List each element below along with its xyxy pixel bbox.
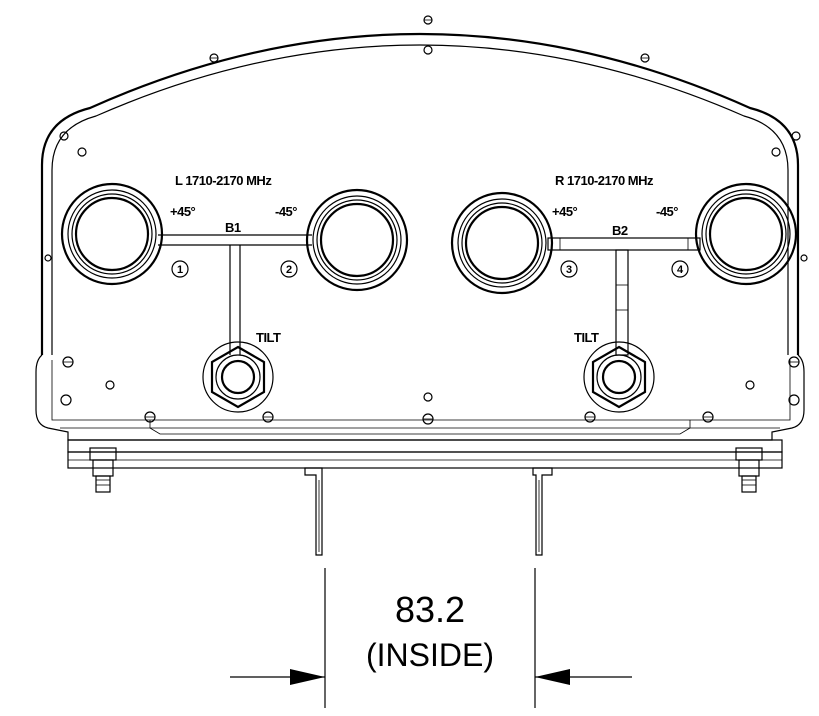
b2-label: B2: [612, 223, 628, 238]
screw-holes: [44, 15, 808, 425]
port-2-number: 2: [286, 264, 292, 276]
connector-4: [694, 182, 798, 286]
left-minus45-label: -45°: [275, 204, 297, 219]
port-1-number: 1: [177, 264, 183, 276]
left-mounting-leg: [304, 467, 323, 556]
dimension-value: 83.2: [395, 589, 465, 630]
connector-3: [450, 191, 554, 295]
port-1-marker: [171, 260, 189, 278]
right-bolt: [735, 447, 763, 493]
b1-label: B1: [225, 220, 241, 235]
right-mounting-leg: [532, 467, 553, 556]
dimension-arrow-left: [290, 669, 325, 685]
dimension-note: (INSIDE): [366, 637, 494, 673]
mounting-bracket: [67, 439, 783, 469]
left-interconnect: [158, 234, 312, 355]
right-interconnect: [547, 237, 701, 356]
connector-2: [305, 188, 409, 292]
port-4-marker: [671, 260, 689, 278]
right-plus45-label: +45°: [552, 204, 578, 219]
connector-1: [60, 182, 164, 286]
left-plus45-label: +45°: [170, 204, 196, 219]
right-tilt-label: TILT: [574, 330, 599, 345]
right-tilt-fitting: [583, 341, 655, 413]
left-band-label: L 1710-2170 MHz: [175, 173, 272, 188]
right-minus45-label: -45°: [656, 204, 678, 219]
port-2-marker: [280, 260, 298, 278]
left-bolt: [89, 447, 117, 493]
housing-outline: [35, 33, 805, 441]
dimension-arrow-right: [535, 669, 570, 685]
left-tilt-label: TILT: [256, 330, 281, 345]
dimension-lines: [230, 568, 632, 708]
right-band-label: R 1710-2170 MHz: [555, 173, 654, 188]
left-tilt-fitting: [202, 341, 274, 413]
port-3-number: 3: [566, 264, 572, 276]
port-3-marker: [560, 260, 578, 278]
port-4-number: 4: [677, 264, 684, 276]
